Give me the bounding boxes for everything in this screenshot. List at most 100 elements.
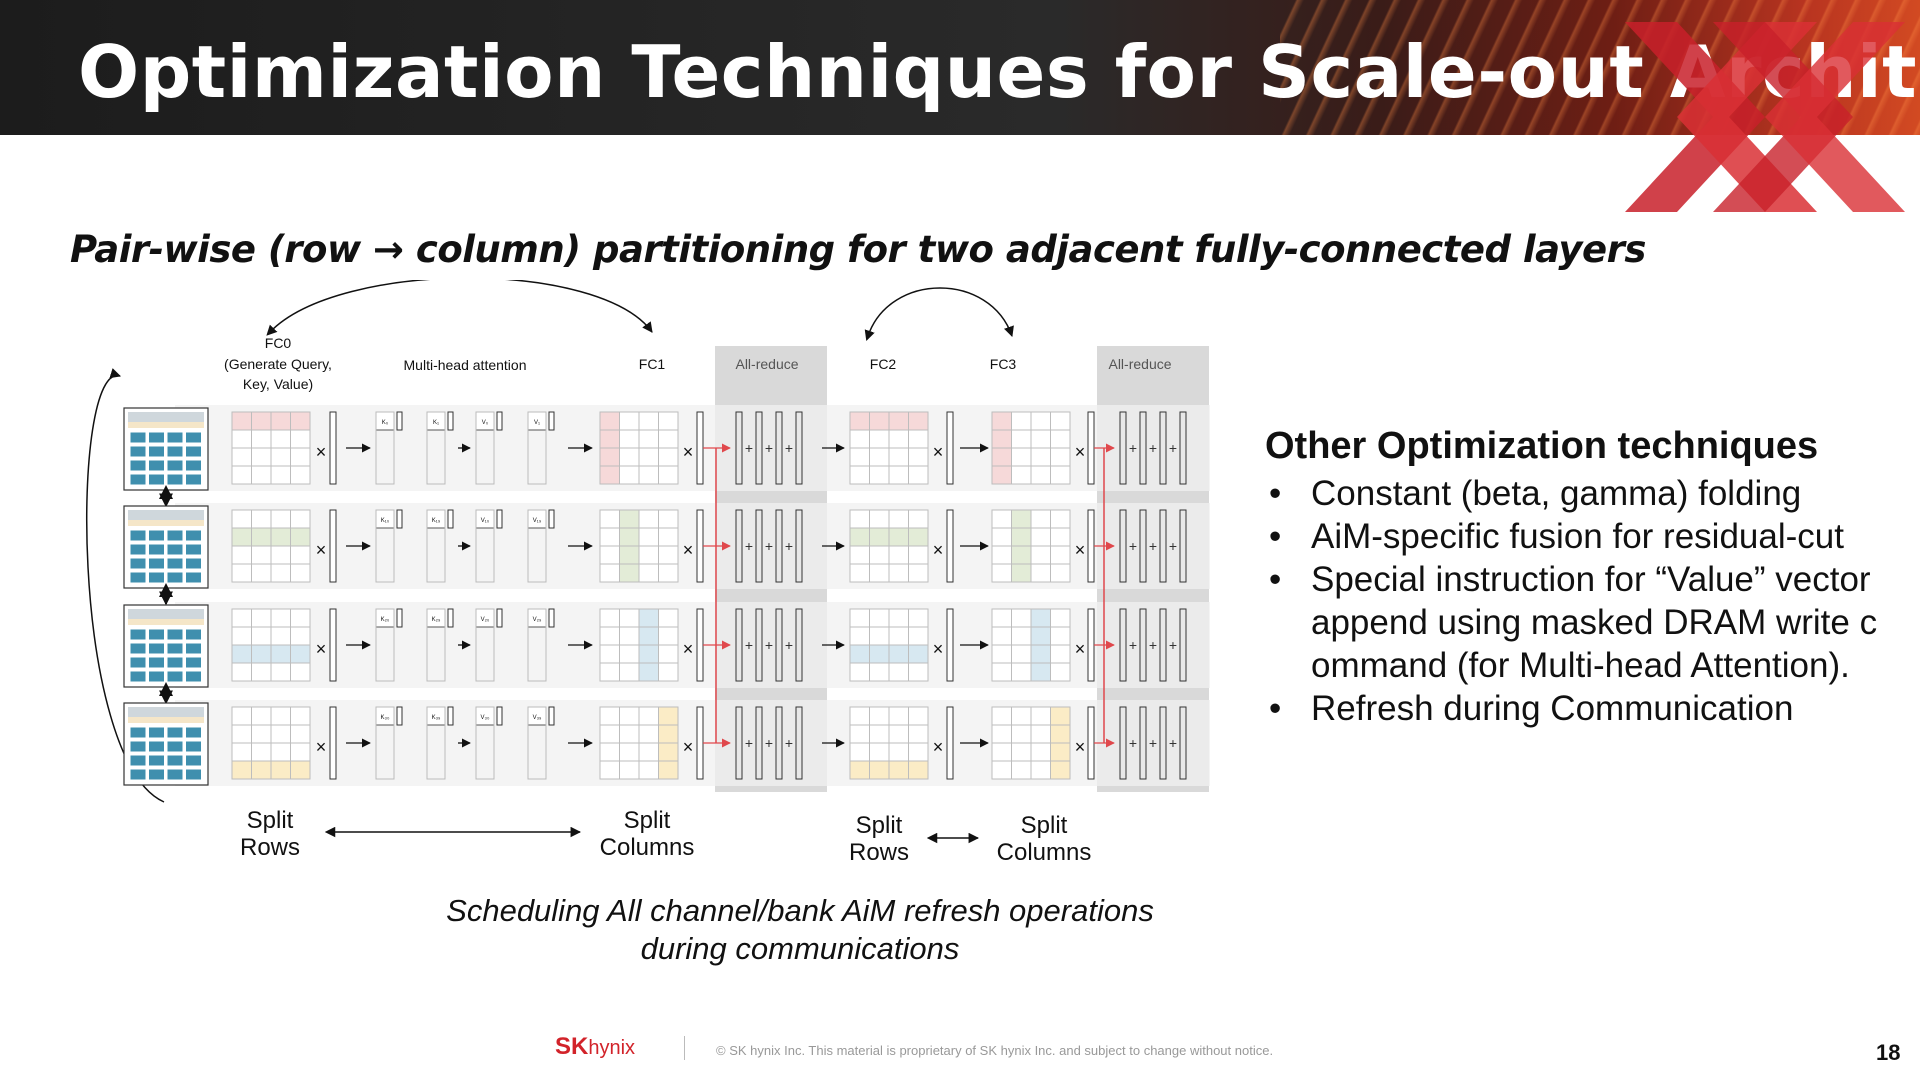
matrix-cell	[619, 447, 640, 467]
sk-hynix-logo: SKhynix	[555, 1033, 636, 1060]
chip-bank	[129, 754, 147, 767]
chip-bank	[166, 473, 184, 486]
footer-divider	[684, 1036, 685, 1060]
matrix-cell	[619, 545, 640, 565]
fc1-label: FC1	[639, 356, 666, 372]
matrix-cell	[908, 626, 929, 646]
matrix-cell	[1050, 527, 1071, 547]
matrix-cell	[908, 724, 929, 744]
input-vector-bar	[946, 706, 954, 780]
fc0-label-2: (Generate Query,	[224, 356, 332, 372]
matrix-cell	[1030, 760, 1051, 780]
matrix-cell	[869, 429, 890, 449]
matrix-cell	[991, 563, 1012, 583]
matrix-cell	[888, 644, 909, 664]
allreduce-bar	[1159, 509, 1167, 583]
chip-bank	[129, 431, 147, 444]
matrix-cell	[231, 563, 252, 583]
matrix-cell	[1030, 662, 1051, 682]
multiply-symbol: ×	[933, 540, 944, 560]
matrix-cell	[251, 706, 272, 726]
chip-bank	[148, 740, 165, 753]
matrix-cell	[888, 411, 909, 431]
matrix-cell	[658, 662, 679, 682]
matrix-cell	[1030, 429, 1051, 449]
output-vector-bar	[1087, 411, 1095, 485]
matrix-cell	[638, 429, 659, 449]
key-column	[375, 411, 395, 485]
matrix-cell	[1030, 447, 1051, 467]
matrix-cell	[231, 706, 252, 726]
chip-bank	[129, 445, 147, 458]
plus-symbol: +	[1149, 735, 1157, 751]
allreduce-bar	[1139, 608, 1147, 682]
plus-symbol: +	[1149, 637, 1157, 653]
matrix-cell	[638, 527, 659, 547]
list-item: •AiM-specific fusion for residual-cut	[1269, 517, 1844, 556]
allreduce-bar	[1179, 509, 1187, 583]
chip-bank	[166, 726, 184, 739]
fc2-label: FC2	[870, 356, 897, 372]
fc0-label-3: Key, Value)	[243, 376, 313, 392]
matrix-cell	[888, 742, 909, 762]
matrix-cell	[251, 644, 272, 664]
output-vector-bar	[696, 706, 704, 780]
chip-band	[128, 619, 204, 625]
matrix-cell	[1011, 527, 1032, 547]
matrix-cell	[908, 447, 929, 467]
matrix-cell	[231, 724, 252, 744]
output-vector-bar	[696, 411, 704, 485]
fc3-weight-matrix	[991, 509, 1071, 583]
key-box-2-label: K₂₉	[432, 617, 441, 623]
matrix-cell	[869, 527, 890, 547]
matrix-cell	[599, 465, 620, 485]
output-vector-bar	[1087, 706, 1095, 780]
matrix-cell	[658, 626, 679, 646]
matrix-cell	[869, 563, 890, 583]
matrix-cell	[658, 509, 679, 529]
fc2-weight-matrix	[849, 608, 929, 682]
matrix-cell	[991, 608, 1012, 628]
matrix-cell	[290, 724, 311, 744]
matrix-cell	[290, 608, 311, 628]
matrix-cell	[658, 706, 679, 726]
key-column	[375, 706, 395, 780]
matrix-cell	[270, 545, 291, 565]
matrix-cell	[658, 644, 679, 664]
value-column-2	[527, 608, 547, 682]
chip-bank	[166, 768, 184, 781]
matrix-cell	[991, 527, 1012, 547]
matrix-cell	[849, 626, 870, 646]
matrix-cell	[290, 644, 311, 664]
matrix-cell	[658, 447, 679, 467]
plus-symbol: +	[1129, 637, 1137, 653]
fc0-weight-matrix	[231, 706, 311, 780]
matrix-cell	[991, 662, 1012, 682]
chip-bank	[185, 445, 202, 458]
matrix-cell	[290, 509, 311, 529]
chip-bank	[148, 670, 165, 683]
matrix-cell	[599, 724, 620, 744]
matrix-cell	[270, 527, 291, 547]
matrix-cell	[270, 563, 291, 583]
matrix-cell	[290, 662, 311, 682]
multiply-symbol: ×	[316, 737, 327, 757]
chip-band	[128, 717, 204, 723]
matrix-cell	[599, 626, 620, 646]
output-vector-bar	[1087, 509, 1095, 583]
matrix-cell	[1030, 563, 1051, 583]
matrix-cell	[888, 447, 909, 467]
xx-logo-icon	[1625, 22, 1905, 212]
matrix-cell	[619, 429, 640, 449]
fc2-weight-matrix	[849, 706, 929, 780]
bullet-icon: •	[1269, 474, 1282, 513]
allreduce-bar	[755, 608, 763, 682]
matrix-cell	[1011, 563, 1032, 583]
allreduce-bar	[1139, 411, 1147, 485]
matrix-cell	[231, 545, 252, 565]
matrix-cell	[231, 465, 252, 485]
chip-bank	[185, 557, 202, 570]
chip-bank	[129, 642, 147, 655]
matrix-cell	[251, 545, 272, 565]
